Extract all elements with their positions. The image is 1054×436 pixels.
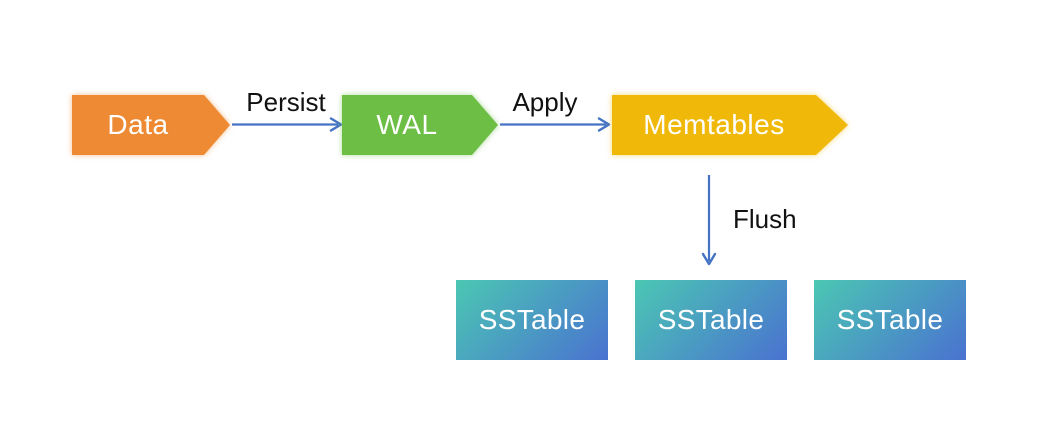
- apply-edge-label: Apply: [512, 87, 578, 117]
- node-sstable-1: SSTable: [456, 280, 608, 360]
- memtables-pentagon-shape: Memtables: [612, 95, 848, 155]
- apply-arrow: [500, 117, 611, 132]
- node-memtables-label: Memtables: [643, 109, 785, 140]
- node-data-label: Data: [107, 109, 169, 140]
- node-sstable-3: SSTable: [814, 280, 966, 360]
- node-wal-label: WAL: [376, 109, 438, 140]
- flush-arrow: [701, 175, 717, 266]
- persist-arrow: [232, 117, 343, 132]
- node-sstable-2: SSTable: [635, 280, 787, 360]
- node-wal: WAL: [342, 95, 498, 155]
- node-memtables: Memtables: [612, 95, 848, 155]
- data-pentagon-shape: Data: [72, 95, 230, 155]
- wal-pentagon-shape: WAL: [342, 95, 498, 155]
- node-data: Data: [72, 95, 230, 155]
- persist-edge-label: Persist: [246, 87, 326, 117]
- flush-edge-label: Flush: [733, 204, 797, 234]
